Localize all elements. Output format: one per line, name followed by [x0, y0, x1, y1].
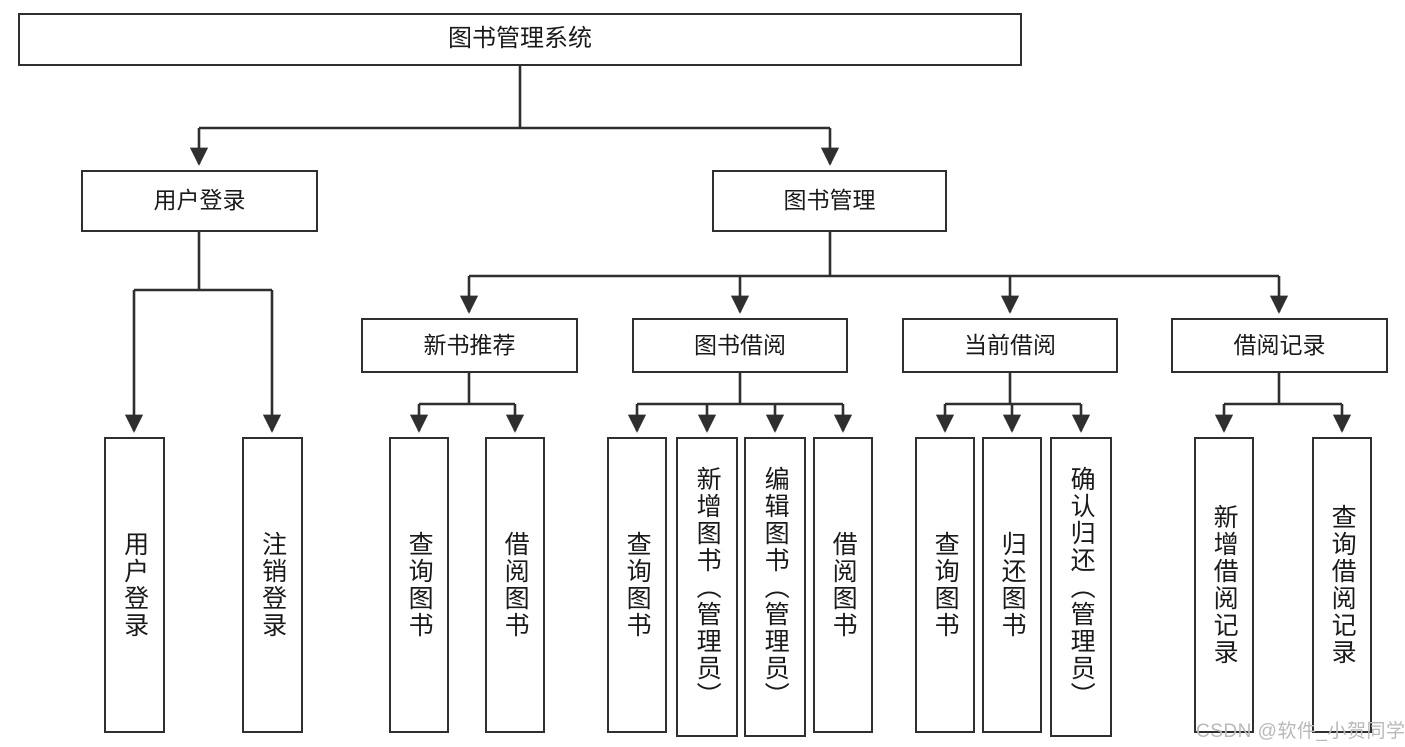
node-current-borrow-label: 当前借阅 — [964, 331, 1056, 358]
node-leaf-user-login-label: 用户登录 — [120, 531, 149, 639]
node-leaf-query-book-3[interactable]: 查询图书 — [915, 437, 975, 733]
node-leaf-logout-login[interactable]: 注销登录 — [242, 437, 303, 733]
node-root-label: 图书管理系统 — [448, 25, 592, 53]
node-book-management[interactable]: 图书管理 — [712, 170, 947, 232]
node-borrow-record-label: 借阅记录 — [1233, 331, 1326, 358]
csdn-watermark: CSDN @软件_小贺同学 — [1196, 721, 1405, 742]
node-leaf-query-book-3-label: 查询图书 — [931, 531, 960, 639]
node-leaf-confirm-return-admin-label: 确认归还（管理员） — [1067, 465, 1096, 709]
node-user-login-label: 用户登录 — [153, 187, 246, 214]
node-leaf-query-book-2[interactable]: 查询图书 — [607, 437, 667, 733]
node-leaf-add-book-admin[interactable]: 新增图书（管理员） — [676, 437, 738, 737]
node-root[interactable]: 图书管理系统 — [18, 13, 1022, 66]
node-leaf-logout-login-label: 注销登录 — [258, 531, 287, 639]
node-leaf-borrow-book-1[interactable]: 借阅图书 — [485, 437, 545, 733]
node-leaf-query-book-2-label: 查询图书 — [623, 531, 652, 639]
node-leaf-borrow-book-2[interactable]: 借阅图书 — [813, 437, 873, 733]
node-leaf-return-book-label: 归还图书 — [998, 531, 1027, 639]
node-book-borrow-label: 图书借阅 — [694, 331, 786, 358]
node-leaf-add-book-admin-label: 新增图书（管理员） — [693, 465, 722, 709]
node-leaf-query-book-1-label: 查询图书 — [405, 531, 434, 639]
node-leaf-add-borrow-record[interactable]: 新增借阅记录 — [1194, 437, 1254, 733]
node-leaf-add-borrow-record-label: 新增借阅记录 — [1210, 504, 1239, 666]
node-leaf-return-book[interactable]: 归还图书 — [982, 437, 1042, 733]
node-leaf-edit-book-admin[interactable]: 编辑图书（管理员） — [744, 437, 806, 737]
node-book-borrow[interactable]: 图书借阅 — [632, 318, 848, 373]
node-book-management-label: 图书管理 — [783, 187, 876, 214]
node-new-book-recommend[interactable]: 新书推荐 — [361, 318, 578, 373]
node-leaf-query-borrow-record[interactable]: 查询借阅记录 — [1312, 437, 1372, 733]
node-borrow-record[interactable]: 借阅记录 — [1171, 318, 1388, 373]
node-leaf-query-borrow-record-label: 查询借阅记录 — [1328, 504, 1357, 666]
node-user-login[interactable]: 用户登录 — [81, 170, 318, 232]
node-leaf-edit-book-admin-label: 编辑图书（管理员） — [761, 465, 790, 709]
node-leaf-user-login[interactable]: 用户登录 — [104, 437, 165, 733]
node-leaf-borrow-book-1-label: 借阅图书 — [501, 531, 530, 639]
node-current-borrow[interactable]: 当前借阅 — [902, 318, 1118, 373]
node-leaf-confirm-return-admin[interactable]: 确认归还（管理员） — [1050, 437, 1112, 737]
node-leaf-query-book-1[interactable]: 查询图书 — [389, 437, 449, 733]
node-new-book-recommend-label: 新书推荐 — [423, 331, 516, 358]
node-leaf-borrow-book-2-label: 借阅图书 — [829, 531, 858, 639]
